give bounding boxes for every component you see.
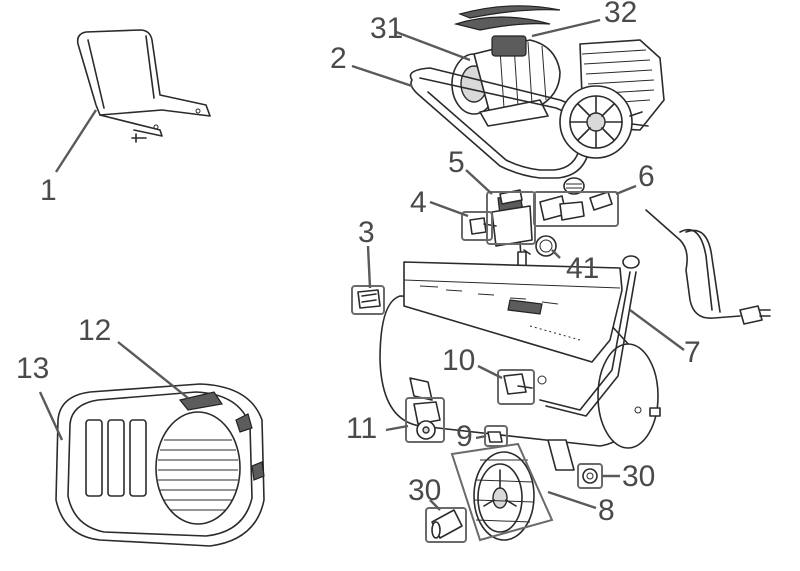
pump-head-part	[559, 39, 665, 159]
callout-31: 31	[370, 12, 403, 45]
callout-5: 5	[448, 146, 465, 179]
callout-10: 10	[442, 344, 475, 377]
callout-6: 6	[638, 160, 655, 193]
callout-3: 3	[358, 216, 375, 249]
callout-13: 13	[16, 352, 49, 385]
highlight-boxes	[351, 191, 619, 543]
callout-11: 11	[346, 412, 377, 445]
callout-labels: 1 2 3 4 5 6 7 8 9 10 11 12 13 30 30 31 3…	[16, 0, 701, 527]
caster-wheel-part	[413, 401, 441, 440]
fitting-part	[357, 289, 381, 309]
callout-4: 4	[410, 186, 427, 219]
callout-30-axle: 30	[408, 474, 441, 507]
callout-1: 1	[40, 174, 57, 207]
callout-2: 2	[330, 42, 347, 75]
drain-valve-part	[503, 373, 547, 395]
pressure-switch-part	[491, 189, 533, 273]
check-valve-part	[539, 177, 613, 221]
wheel-part	[473, 451, 535, 541]
callout-41: 41	[566, 252, 599, 285]
callout-12: 12	[78, 314, 111, 347]
axle-nut-part	[582, 468, 598, 484]
callout-9: 9	[456, 420, 473, 453]
pressure-gauge-part	[535, 235, 557, 257]
power-cord-part	[645, 209, 771, 325]
callout-8: 8	[598, 494, 615, 527]
callout-32: 32	[604, 0, 637, 29]
motor-part	[451, 5, 561, 127]
nut-part	[487, 431, 503, 443]
callout-7: 7	[684, 336, 701, 369]
axle-part	[431, 509, 463, 539]
callout-30-nut: 30	[622, 460, 655, 493]
handle-part	[76, 29, 211, 143]
leader-lines	[38, 18, 685, 511]
belt-guard-part	[55, 383, 265, 547]
